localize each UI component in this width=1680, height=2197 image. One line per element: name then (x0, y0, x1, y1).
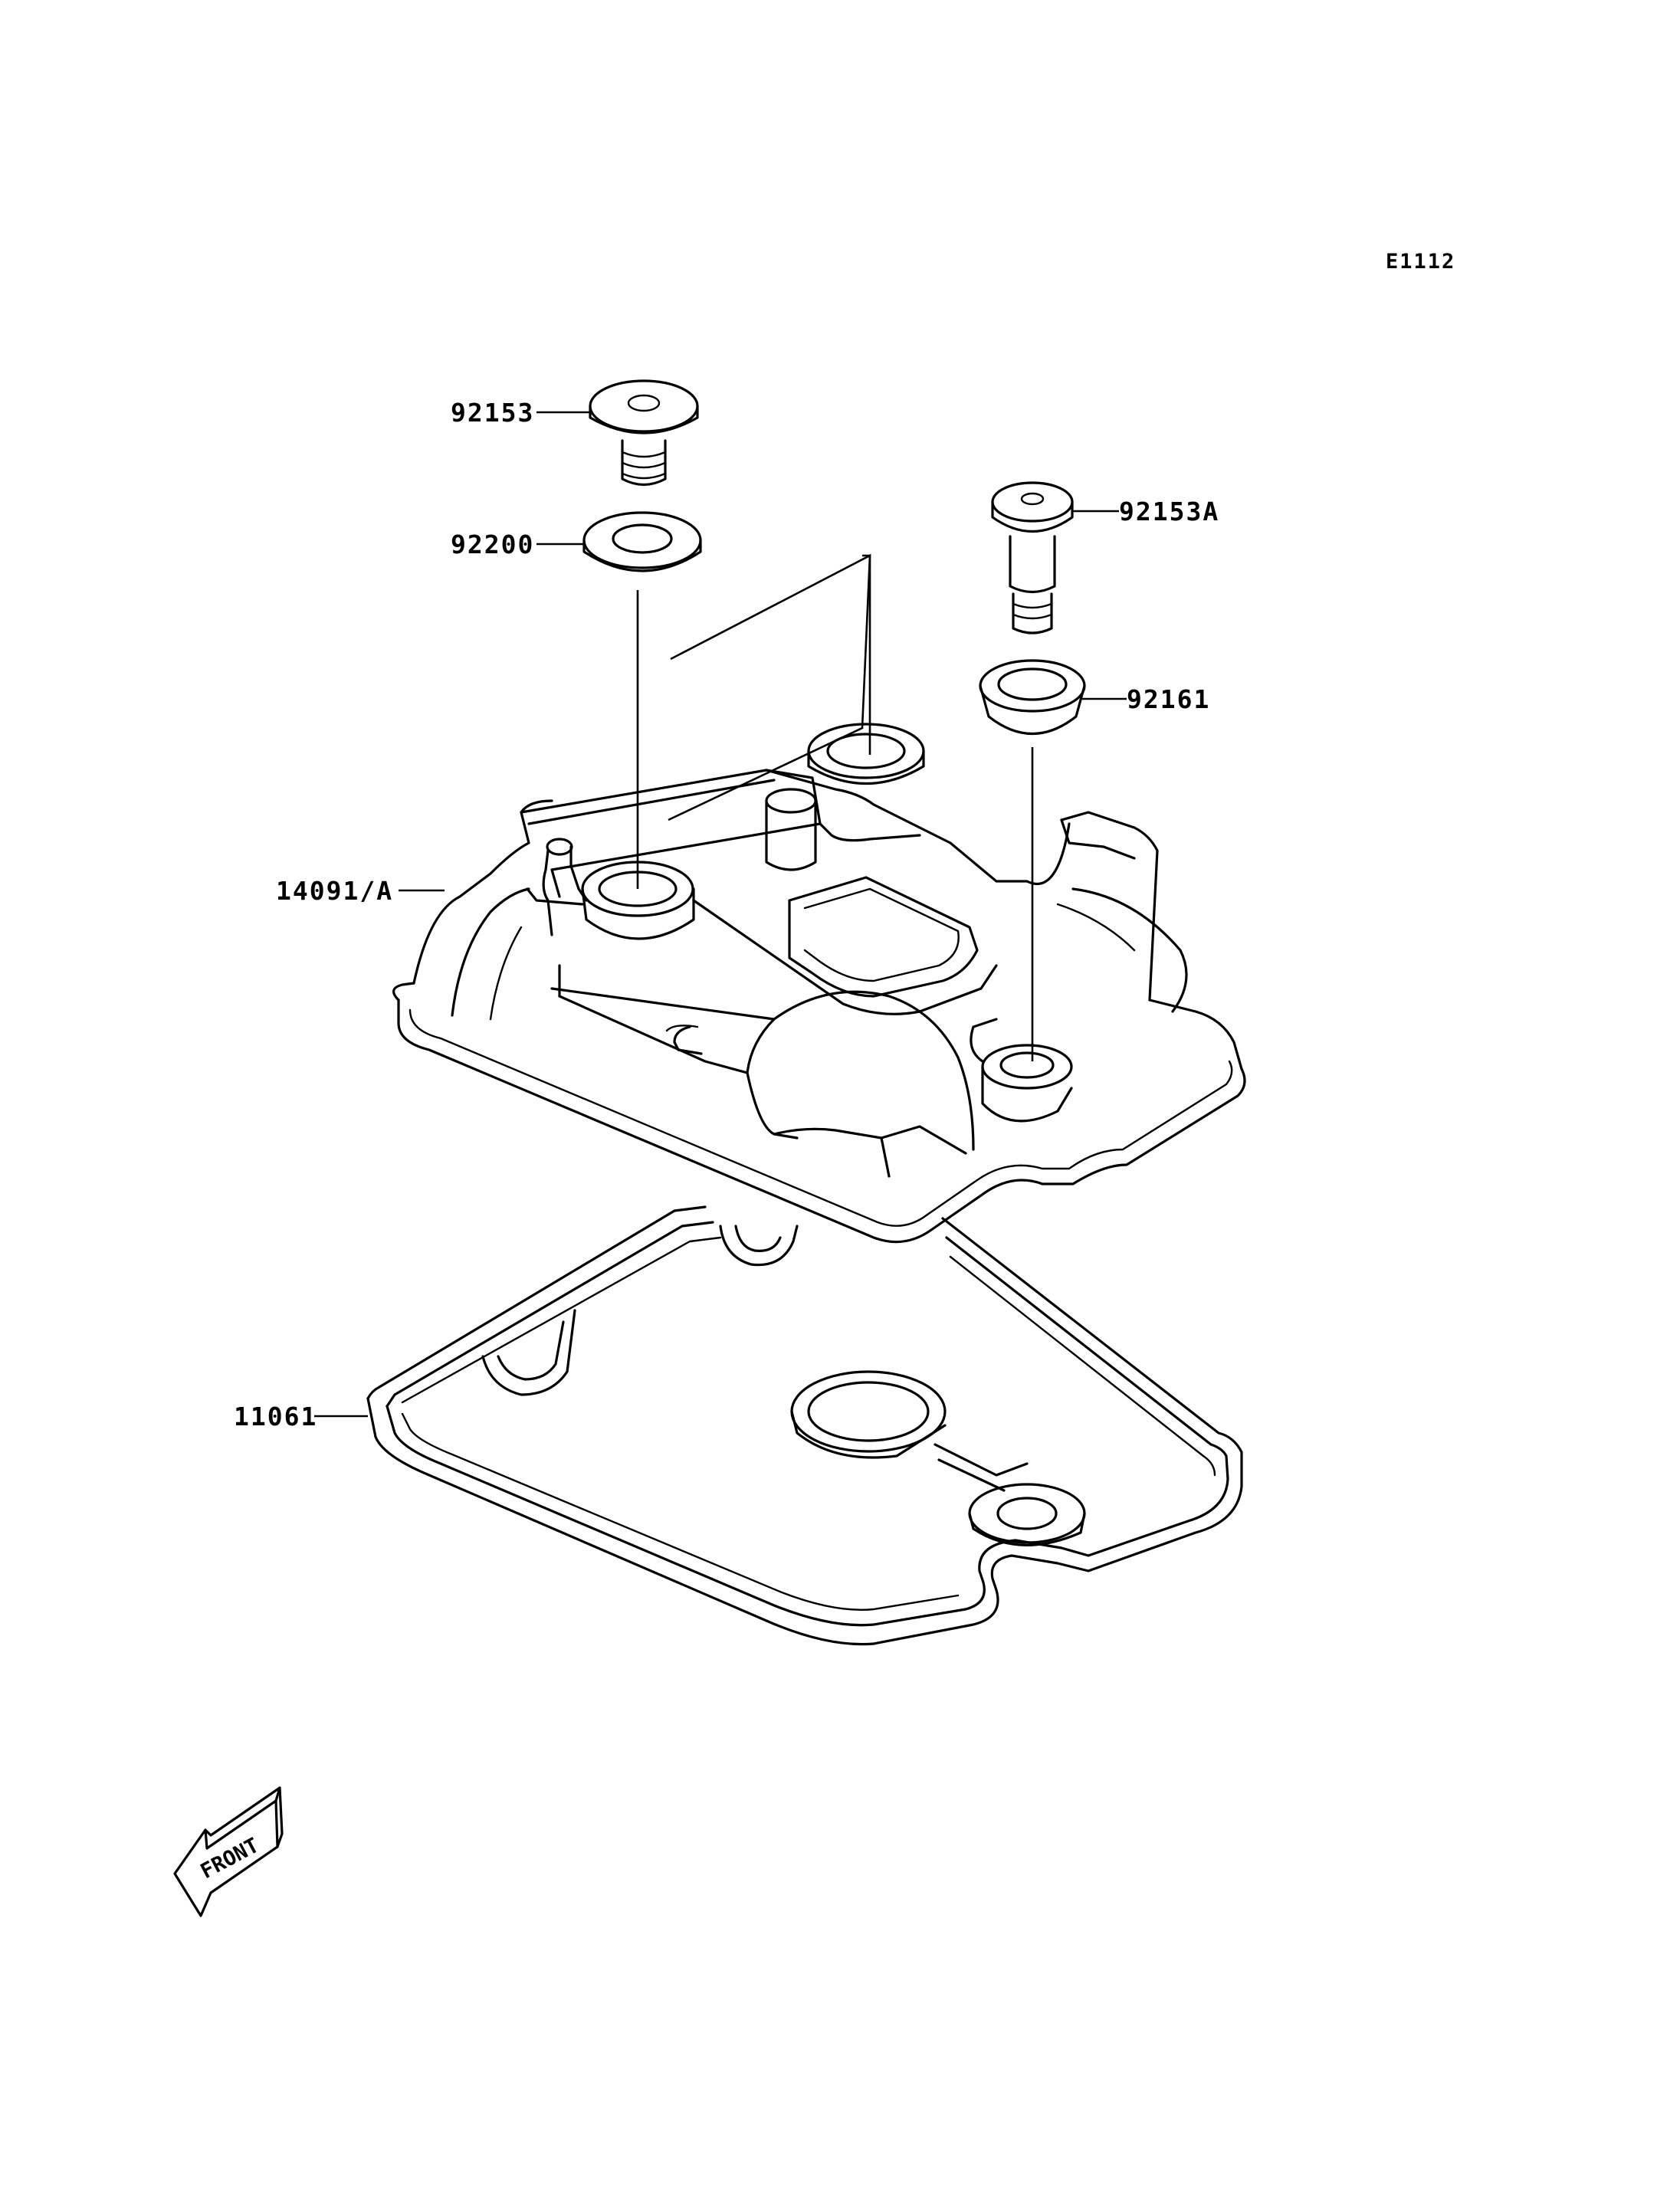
label-92153a: 92153A (1119, 497, 1219, 526)
label-92200: 92200 (451, 530, 534, 559)
washer-92200 (582, 511, 702, 572)
cylinder-head-cover (392, 723, 1246, 1244)
head-cover-gasket (366, 1205, 1243, 1646)
bolt-92153a (991, 481, 1074, 635)
alignment-lines (636, 553, 1034, 1061)
label-11061: 11061 (234, 1402, 317, 1431)
label-92153: 92153 (451, 398, 534, 428)
front-arrow-icon: FRONT (173, 1786, 284, 1917)
diagram-code: E1112 (1386, 250, 1455, 274)
grommet-92161 (979, 659, 1086, 736)
bolt-92153 (589, 379, 699, 487)
label-14091a: 14091/A (276, 876, 393, 906)
label-92161: 92161 (1127, 684, 1210, 714)
